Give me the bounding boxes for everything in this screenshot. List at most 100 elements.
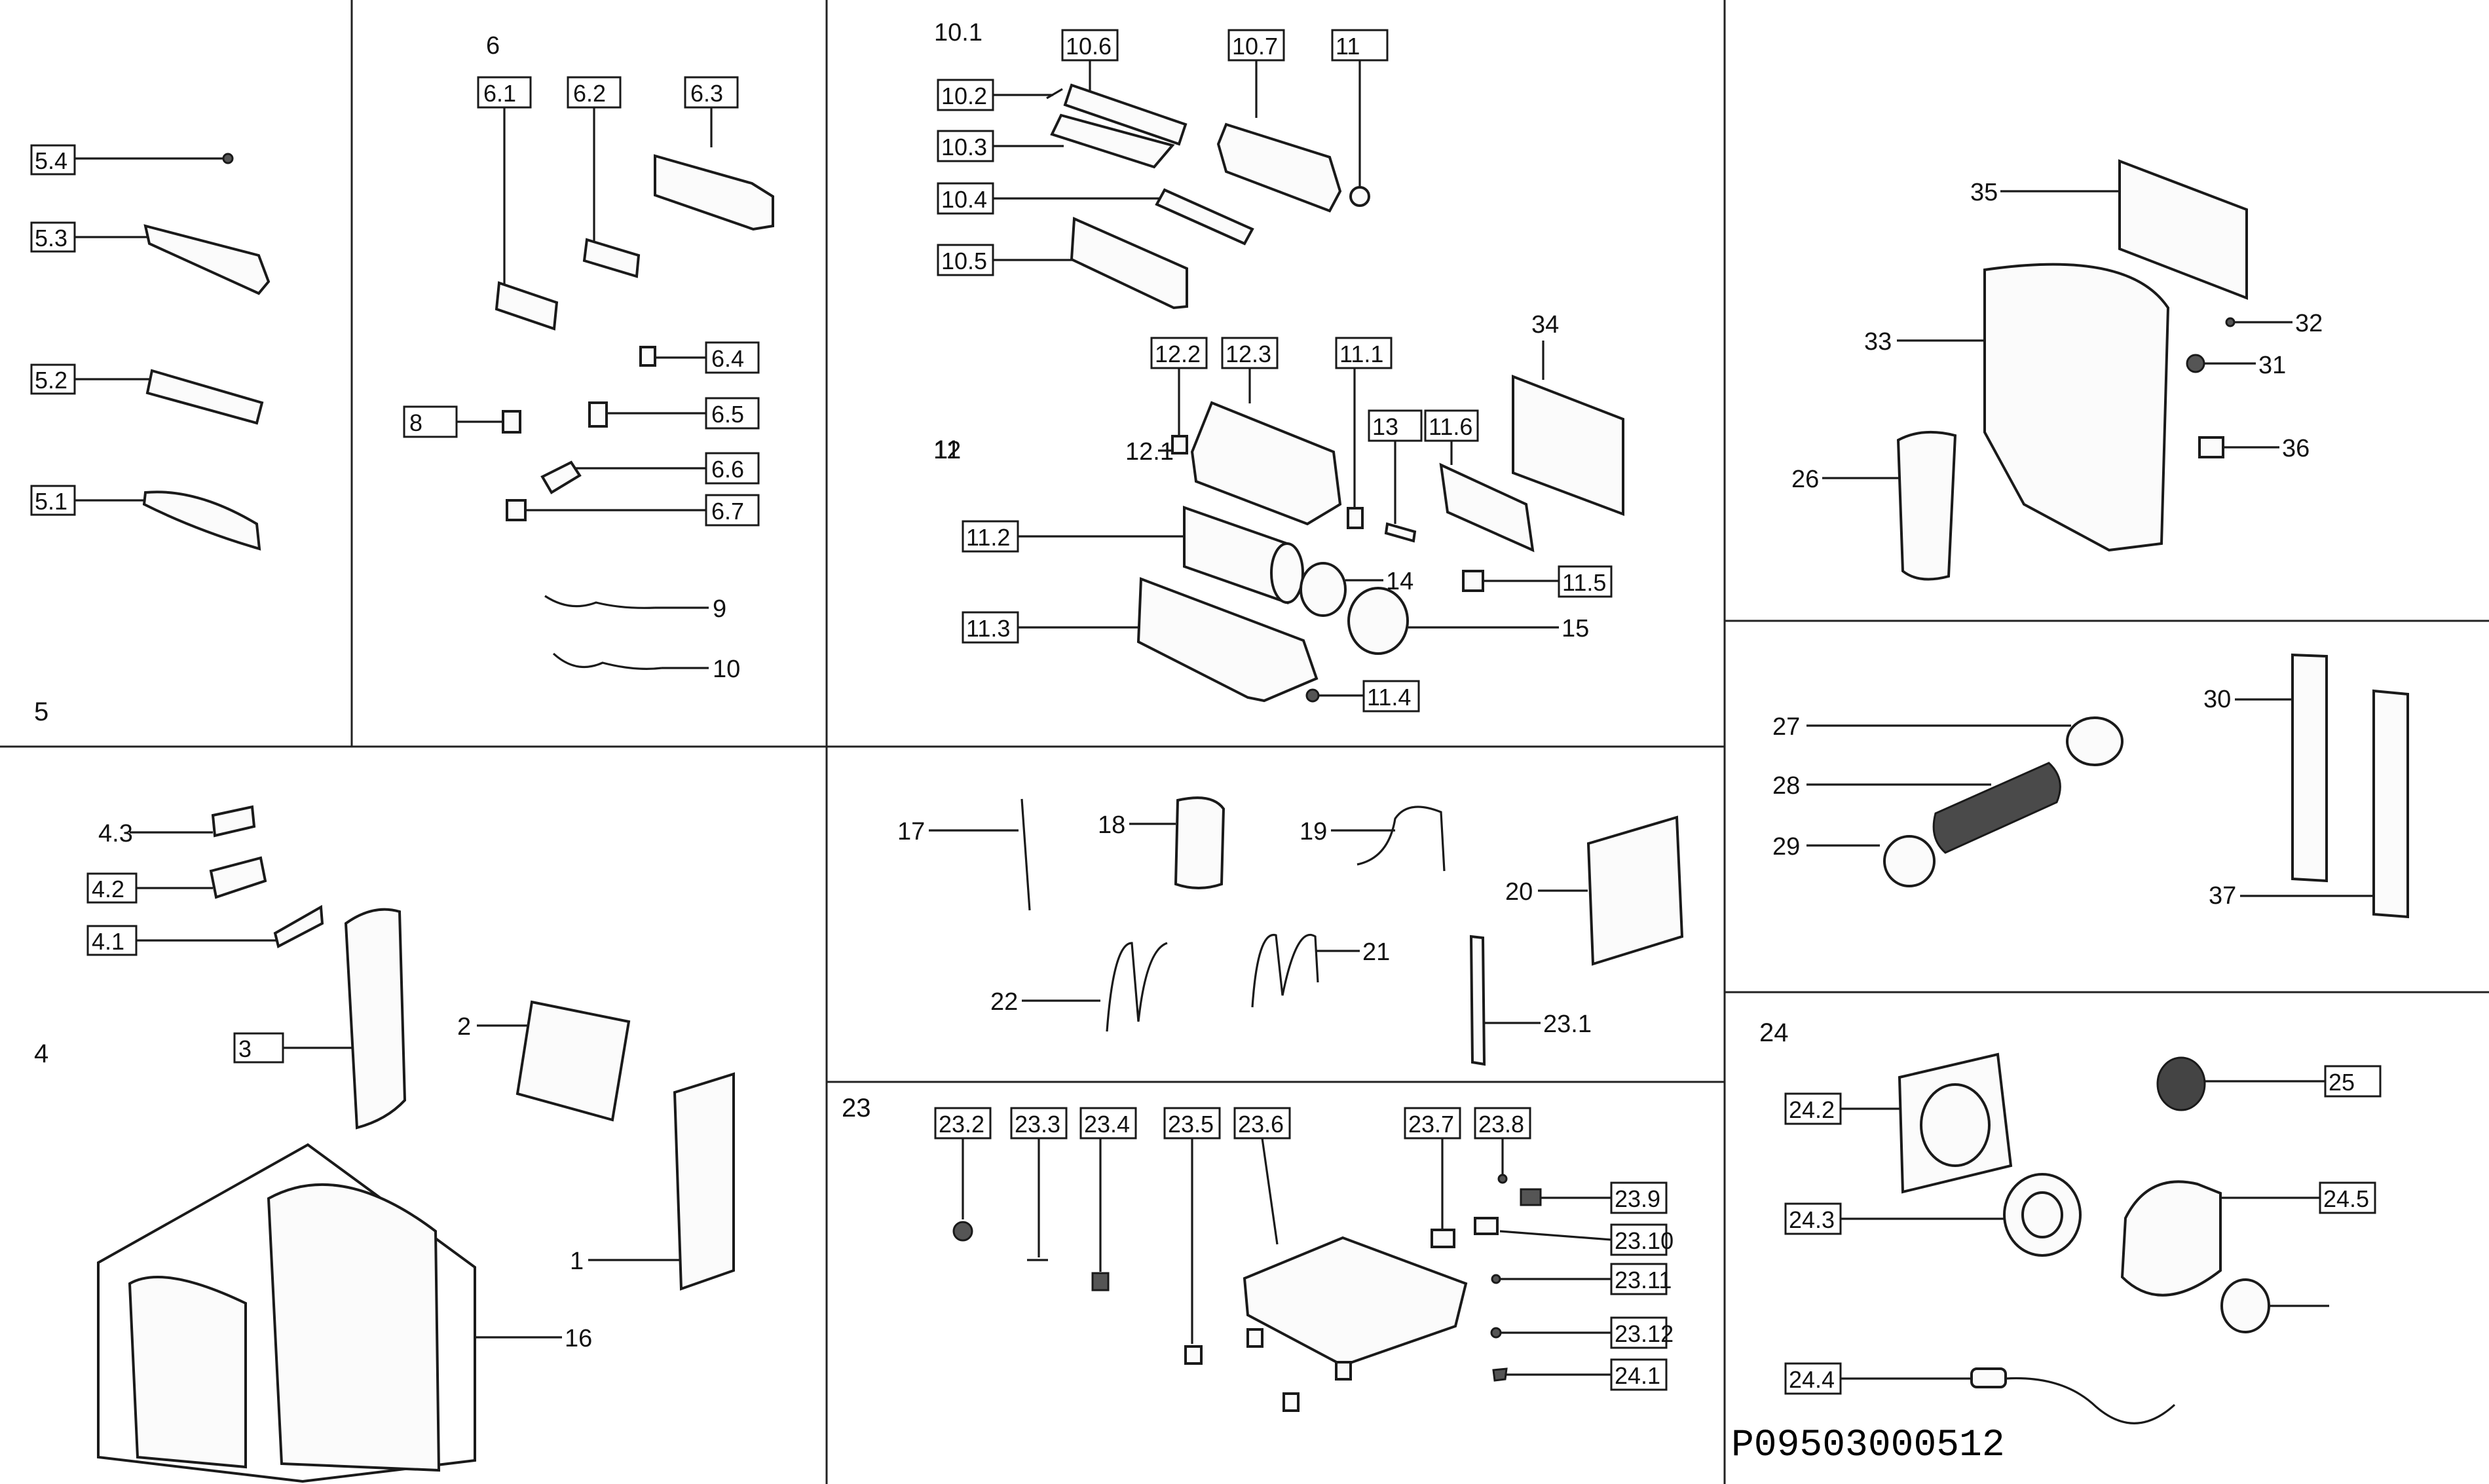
part-36: 26	[1791, 430, 1957, 581]
section-label-4: 4	[34, 1039, 48, 1068]
part-12-1: 12.2	[1150, 337, 1208, 454]
part-10-7: 11	[1331, 29, 1389, 207]
svg-text:31: 31	[2258, 352, 2286, 379]
svg-text:12.1: 12.1	[1125, 438, 1174, 466]
svg-text:5.3: 5.3	[35, 225, 67, 251]
part-24-5: 25	[2156, 1056, 2382, 1111]
svg-text:20: 20	[1505, 878, 1533, 906]
svg-text:23.3: 23.3	[1015, 1111, 1060, 1138]
svg-text:6.3: 6.3	[690, 80, 723, 107]
svg-text:11.1: 11.1	[1339, 341, 1383, 367]
part-5-4: 5.4	[30, 144, 234, 176]
svg-text:10.3: 10.3	[941, 134, 987, 160]
svg-text:19: 19	[1300, 818, 1327, 845]
part-23-7: 23.8	[1474, 1107, 1531, 1184]
part-6-4: 6.4	[639, 341, 760, 374]
part-6-1: 6.1	[477, 76, 559, 331]
part-6-3: 6.3	[654, 76, 774, 231]
part-29: 30	[2203, 653, 2328, 883]
svg-text:4.2: 4.2	[92, 876, 124, 902]
svg-text:4.1: 4.1	[92, 928, 124, 955]
svg-text:13: 13	[1372, 413, 1398, 440]
svg-text:22: 22	[990, 988, 1018, 1016]
part-23-1: 23.2	[934, 1107, 992, 1242]
svg-text:16: 16	[565, 1325, 592, 1352]
svg-text:15: 15	[1562, 615, 1589, 642]
svg-text:9: 9	[713, 595, 726, 623]
part-11-1: 11.2	[962, 506, 1304, 604]
svg-text:10.6: 10.6	[1066, 33, 1112, 60]
svg-text:12.3: 12.3	[1226, 341, 1271, 367]
part-10-2: 10.3	[937, 113, 1175, 169]
part-10-6: 10.7	[1216, 29, 1342, 213]
part-9: 10	[552, 652, 740, 683]
part-17: 18	[1098, 796, 1226, 889]
svg-text:23.7: 23.7	[1408, 1111, 1454, 1138]
svg-text:23.10: 23.10	[1615, 1227, 1674, 1254]
svg-text:10.7: 10.7	[1232, 33, 1278, 60]
svg-text:10.4: 10.4	[941, 186, 987, 213]
svg-text:24.2: 24.2	[1789, 1096, 1835, 1123]
part-31: 36	[2198, 435, 2310, 462]
part-23-6: 23.7	[1404, 1107, 1461, 1248]
part-25	[2220, 1278, 2329, 1333]
part-2: 1	[570, 1072, 735, 1291]
svg-text:3: 3	[238, 1035, 252, 1062]
part-37: 4.3	[98, 805, 256, 847]
part-16: 17	[897, 798, 1031, 911]
part-12-2: 12.3	[1190, 337, 1342, 526]
part-23-2: 23.3	[1010, 1107, 1068, 1261]
svg-text:17: 17	[897, 818, 925, 845]
svg-text:32: 32	[2295, 310, 2323, 337]
part-10-5: 10.6	[1061, 29, 1188, 146]
section-label-5: 5	[34, 697, 48, 726]
part-5-3: 5.3	[30, 221, 271, 295]
section-label-24: 24	[1759, 1018, 1789, 1047]
svg-text:23.2: 23.2	[939, 1111, 984, 1138]
part-22: 23.1	[1469, 935, 1592, 1066]
svg-text:11.4: 11.4	[1367, 684, 1411, 711]
part-11-4: 11.5	[1462, 565, 1613, 598]
svg-text:11.5: 11.5	[1562, 569, 1606, 596]
svg-text:6.2: 6.2	[573, 80, 606, 107]
svg-text:18: 18	[1098, 811, 1125, 839]
svg-text:23.12: 23.12	[1615, 1320, 1674, 1347]
svg-text:35: 35	[1970, 179, 1998, 206]
part-12-3: 11.1	[1335, 337, 1393, 529]
section-label-11: 11	[933, 436, 961, 464]
svg-text:6.1: 6.1	[483, 80, 516, 107]
svg-text:8: 8	[409, 409, 422, 436]
svg-text:23.1: 23.1	[1543, 1011, 1592, 1038]
part-21: 22	[990, 942, 1168, 1032]
svg-text:24.3: 24.3	[1789, 1206, 1835, 1233]
part-27: 28	[1772, 762, 2061, 854]
svg-text:24.5: 24.5	[2323, 1185, 2369, 1212]
svg-text:23.11: 23.11	[1615, 1267, 1672, 1293]
part-26: 27	[1772, 713, 2124, 766]
part-20: 21	[1251, 933, 1390, 1008]
part-33: 32	[2225, 310, 2323, 337]
part-10-3: 10.4	[937, 182, 1254, 246]
part-8: 9	[544, 595, 726, 623]
part-13: 14	[1300, 562, 1413, 617]
part-4-3: 4.2	[86, 856, 267, 904]
part-6-6: 6.6	[540, 452, 760, 494]
section-label-23: 23	[842, 1094, 871, 1122]
svg-text:23.6: 23.6	[1238, 1111, 1284, 1138]
svg-text:25: 25	[2329, 1069, 2355, 1096]
part-35: 33	[1864, 263, 2170, 552]
part-6-5: 6.5	[588, 397, 760, 430]
part-11-6: 13	[1368, 409, 1423, 543]
part-23-5: 23.6	[1233, 1107, 1468, 1412]
part-15: 34	[1512, 311, 1624, 516]
part-4-1: 3	[233, 908, 407, 1130]
part-23-12: 24.1	[1492, 1358, 1668, 1391]
svg-text:24.4: 24.4	[1789, 1366, 1835, 1393]
part-6-7: 6.7	[506, 494, 760, 527]
svg-text:11: 11	[1336, 33, 1360, 60]
part-30: 37	[2209, 689, 2409, 919]
svg-text:27: 27	[1772, 713, 1800, 741]
part-23-4: 23.5	[1163, 1107, 1221, 1365]
